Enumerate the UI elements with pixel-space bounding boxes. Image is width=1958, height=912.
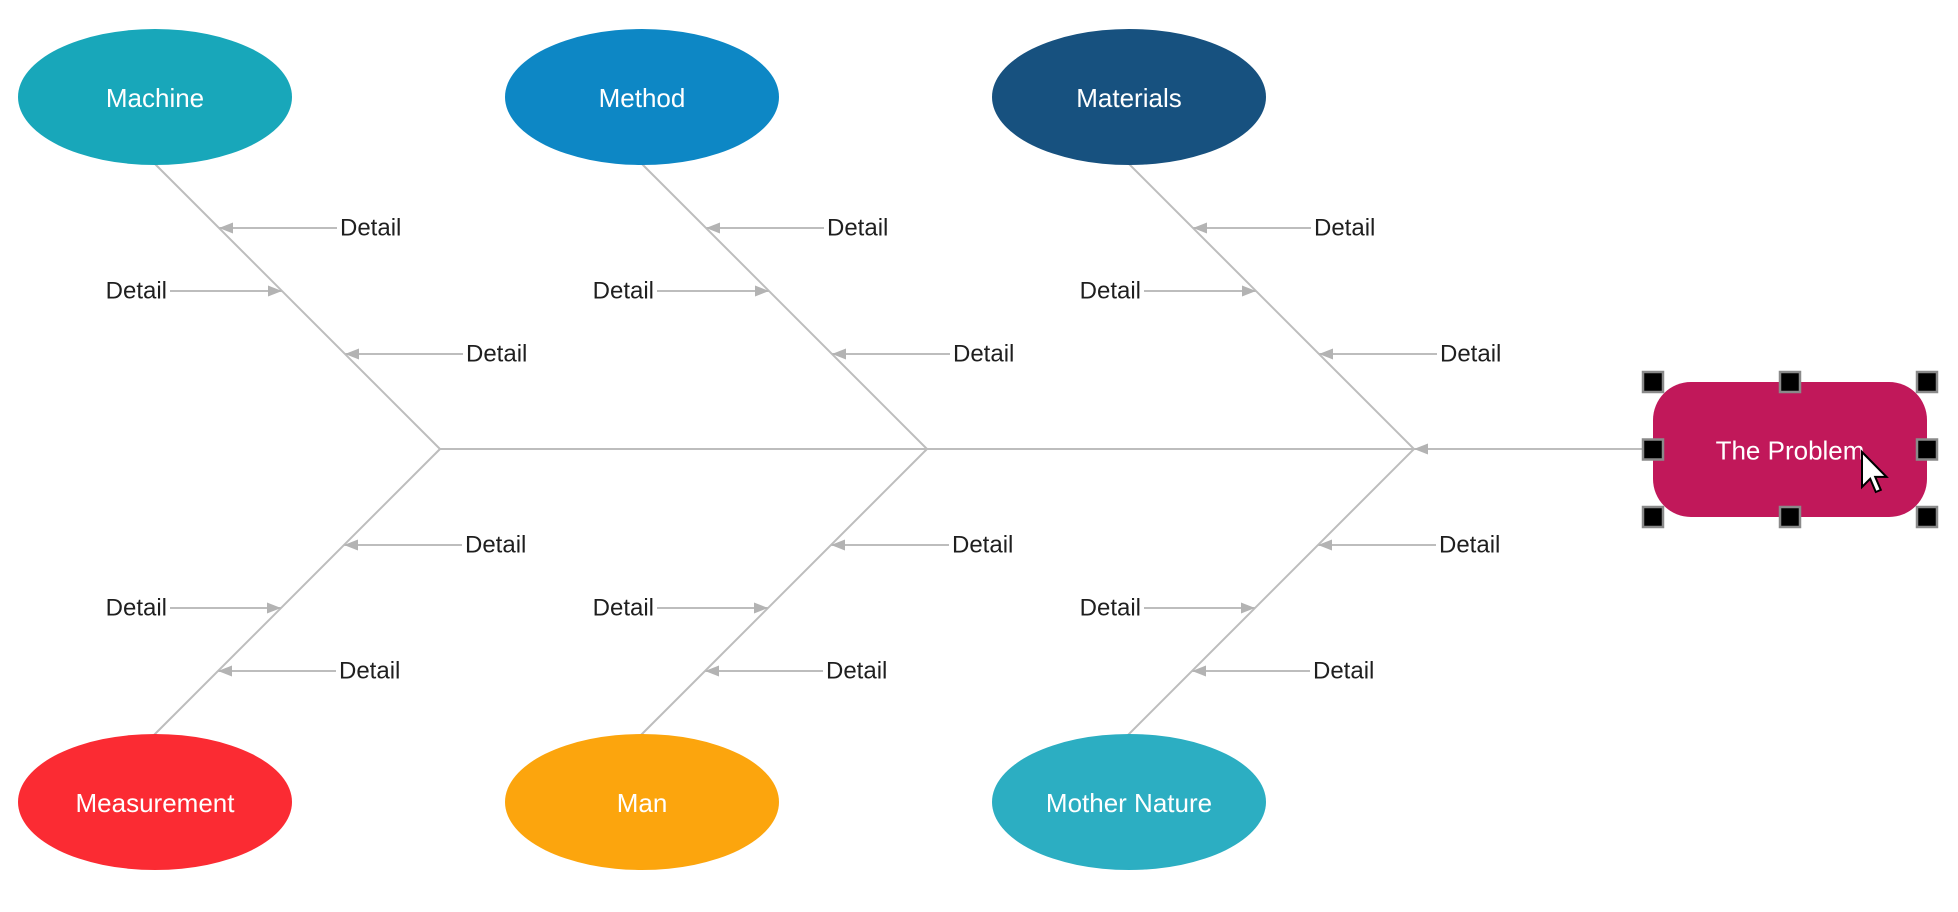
branch-line-man[interactable] [639, 448, 928, 737]
detail-label[interactable]: Detail [106, 278, 167, 305]
selection-handle-n[interactable] [1778, 370, 1802, 394]
category-machine[interactable] [18, 29, 292, 165]
detail-arrowhead [755, 285, 769, 297]
selection-handle-ne[interactable] [1915, 370, 1939, 394]
category-man[interactable] [505, 734, 779, 870]
detail-label[interactable]: Detail [952, 532, 1013, 559]
category-materials[interactable] [992, 29, 1266, 165]
detail-label[interactable]: Detail [340, 215, 401, 242]
detail-label[interactable]: Detail [339, 658, 400, 685]
category-mother-nature[interactable] [992, 734, 1266, 870]
category-method-label: Method [599, 83, 686, 113]
category-measurement[interactable] [18, 734, 292, 870]
detail-arrowhead [1242, 285, 1256, 297]
detail-label[interactable]: Detail [1439, 532, 1500, 559]
selection-handle-se[interactable] [1915, 505, 1939, 529]
detail-label[interactable]: Detail [1080, 595, 1141, 622]
category-materials-label: Materials [1076, 83, 1181, 113]
branch-line-mother-nature[interactable] [1126, 448, 1415, 737]
branch-line-materials[interactable] [1126, 161, 1415, 450]
detail-label[interactable]: Detail [1313, 658, 1374, 685]
detail-label[interactable]: Detail [953, 341, 1014, 368]
selection-handle-e[interactable] [1915, 438, 1939, 461]
detail-arrowhead [1319, 348, 1333, 360]
category-machine-label: Machine [106, 83, 204, 113]
branch-line-measurement[interactable] [152, 448, 441, 737]
detail-arrowhead [268, 285, 282, 297]
selection-handle-sw[interactable] [1641, 505, 1665, 529]
detail-label[interactable]: Detail [106, 595, 167, 622]
detail-arrowhead [706, 222, 720, 234]
detail-arrowhead [831, 539, 845, 551]
detail-label[interactable]: Detail [593, 278, 654, 305]
spine-arrowhead [1414, 443, 1428, 455]
detail-arrowhead [1318, 539, 1332, 551]
detail-label[interactable]: Detail [465, 532, 526, 559]
detail-arrowhead [218, 665, 232, 677]
mouse-cursor [1861, 449, 1889, 494]
detail-arrowhead [1193, 222, 1207, 234]
category-method[interactable] [505, 29, 779, 165]
problem-node-label: The Problem [1716, 436, 1865, 466]
category-mother-nature-label: Mother Nature [1046, 788, 1212, 818]
branch-line-machine[interactable] [152, 161, 441, 450]
detail-arrowhead [219, 222, 233, 234]
detail-label[interactable]: Detail [1440, 341, 1501, 368]
selection-handle-s[interactable] [1778, 505, 1802, 529]
detail-arrowhead [1192, 665, 1206, 677]
detail-label[interactable]: Detail [593, 595, 654, 622]
branch-line-method[interactable] [639, 161, 928, 450]
detail-label[interactable]: Detail [827, 215, 888, 242]
detail-arrowhead [345, 348, 359, 360]
problem-node[interactable] [1653, 382, 1927, 517]
category-measurement-label: Measurement [76, 788, 236, 818]
detail-arrowhead [1241, 602, 1255, 614]
category-man-label: Man [617, 788, 668, 818]
detail-arrowhead [705, 665, 719, 677]
detail-arrowhead [344, 539, 358, 551]
detail-arrowhead [754, 602, 768, 614]
detail-arrowhead [267, 602, 281, 614]
detail-label[interactable]: Detail [826, 658, 887, 685]
detail-arrowhead [832, 348, 846, 360]
detail-label[interactable]: Detail [1080, 278, 1141, 305]
detail-label[interactable]: Detail [1314, 215, 1375, 242]
selection-handle-nw[interactable] [1641, 370, 1665, 394]
selection-handle-w[interactable] [1641, 438, 1665, 461]
detail-label[interactable]: Detail [466, 341, 527, 368]
